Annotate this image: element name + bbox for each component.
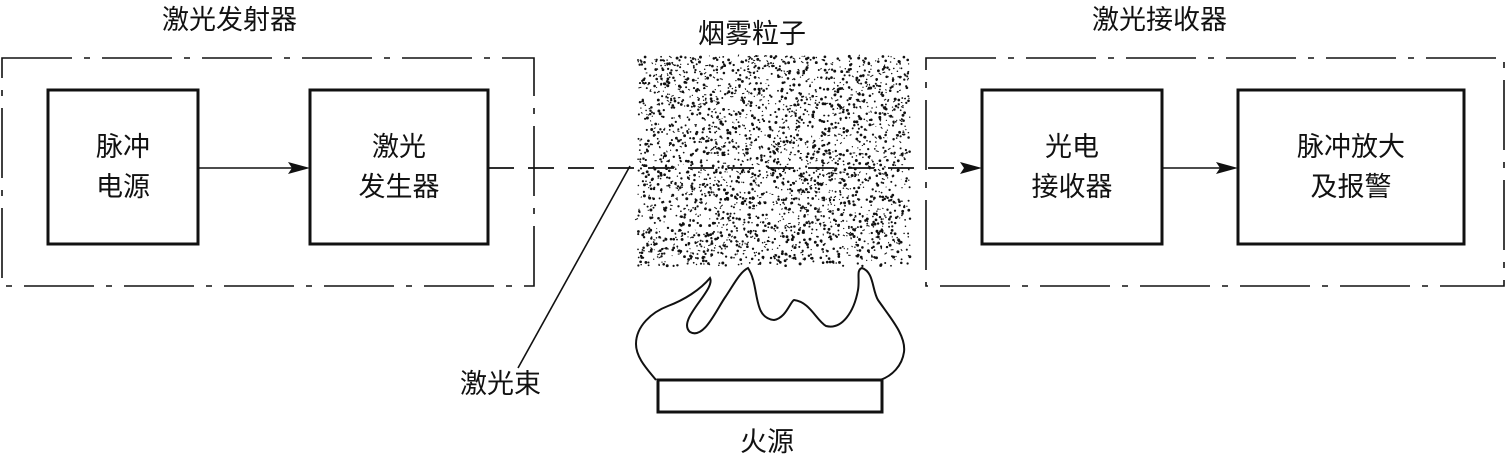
fire-source-base (656, 378, 884, 414)
photo-receiver-box (980, 88, 1164, 246)
pulse-source-box (46, 88, 200, 246)
laser-beam-arrowhead (960, 162, 982, 174)
arrow-receiver-to-alarm (1162, 162, 1238, 174)
smoke-label: 烟雾粒子 (698, 19, 806, 50)
pulse-source-label: 脉冲 电源 (96, 132, 150, 203)
photo-receiver-label: 光电 接收器 (1031, 132, 1113, 203)
beam-label: 激光束 (460, 369, 541, 400)
laser-generator-label: 激光 发生器 (358, 132, 440, 203)
transmitter-frame (1, 57, 535, 287)
laser-generator-box (308, 88, 490, 246)
receiver-title: 激光接收器 (1092, 5, 1227, 36)
smoke-particles-region (634, 54, 912, 268)
fire-label: 火源 (740, 427, 794, 458)
flame-outline (634, 266, 906, 381)
transmitter-title: 激光发射器 (162, 5, 297, 36)
amplifier-alarm-label: 脉冲放大 及报警 (1297, 132, 1405, 203)
amplifier-alarm-box (1236, 88, 1466, 246)
beam-leader-line (517, 165, 631, 369)
arrow-source-to-generator (198, 162, 310, 174)
